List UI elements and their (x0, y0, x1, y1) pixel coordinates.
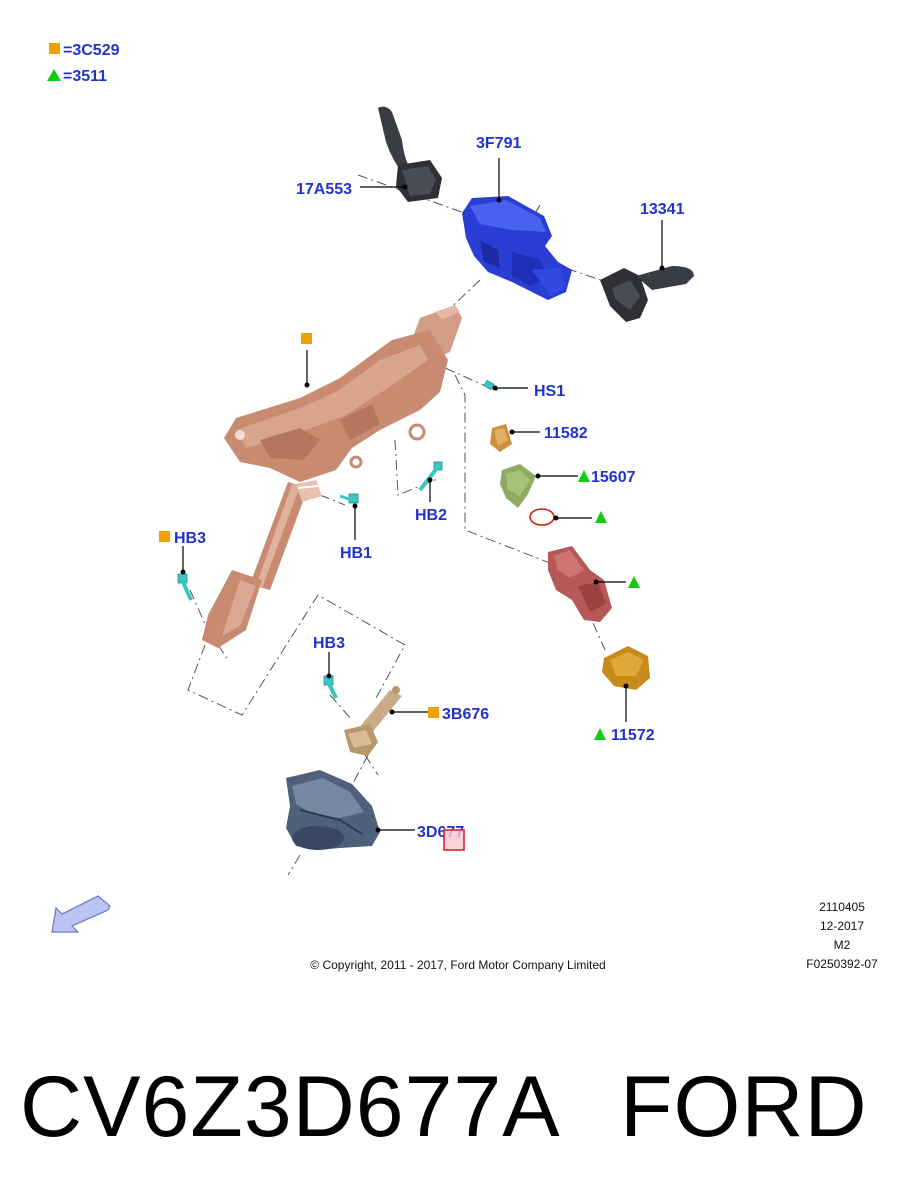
left-stalk-switch-17A553 (378, 106, 442, 202)
triangle-marker-lock (628, 576, 640, 588)
callout-HB1: HB1 (340, 545, 372, 562)
lock-cylinder-11582 (490, 424, 512, 452)
callout-markers (159, 333, 640, 740)
meta-line-2: 12-2017 (820, 919, 864, 933)
legend-square-marker (49, 43, 60, 54)
bolt-hb1 (339, 493, 359, 504)
clockspring-3F791 (462, 196, 572, 300)
callout-11582: 11582 (544, 425, 588, 442)
callout-13341: 13341 (640, 201, 685, 218)
leader-dots (180, 184, 665, 833)
triangle-marker-11572 (594, 728, 606, 740)
callout-HB3-mid: HB3 (313, 635, 345, 652)
right-stalk-switch-13341 (600, 266, 694, 322)
callout-HB2: HB2 (415, 507, 447, 524)
copyright: © Copyright, 2011 - 2017, Ford Motor Com… (310, 958, 605, 972)
parts-diagram: =3C529 =3511 (47, 42, 878, 972)
drawing-metadata: 2110405 12-2017 M2 F0250392-07 (806, 900, 878, 971)
square-marker-column (301, 333, 312, 344)
steering-column (202, 305, 462, 648)
legend-square-label: =3C529 (63, 42, 120, 59)
housing-15607 (500, 464, 536, 508)
legend-triangle-marker (47, 69, 61, 81)
square-marker-3b676 (428, 707, 439, 718)
highlight-box (443, 829, 465, 851)
front-direction-arrow-icon (51, 895, 111, 933)
switch-11572 (602, 646, 650, 690)
callout-HB3-left: HB3 (174, 530, 206, 547)
retainer-ring (529, 508, 555, 526)
intermediate-shaft-3B676 (344, 686, 402, 756)
meta-line-3: M2 (834, 938, 851, 952)
ignition-lock-assembly (548, 546, 612, 622)
bolt-hb3-left (177, 573, 193, 601)
bolt-hb2 (418, 461, 443, 492)
callout-labels: 3F791 17A553 13341 HS1 11582 15607 HB2 H… (174, 135, 685, 841)
triangle-marker-15607 (578, 470, 590, 482)
callout-3B676: 3B676 (442, 706, 489, 723)
bolt-hb3-mid (323, 675, 338, 699)
callout-3F791: 3F791 (476, 135, 521, 152)
column-seal-3D677 (286, 770, 380, 850)
callout-11572: 11572 (611, 727, 655, 744)
legend-triangle-label: =3511 (63, 68, 107, 85)
part-caption: CV6Z3D677A FORD (0, 1040, 912, 1180)
legend: =3C529 =3511 (47, 42, 120, 85)
brand-name: FORD (620, 1059, 868, 1155)
callout-17A553: 17A553 (296, 181, 352, 198)
leader-lines (182, 158, 663, 831)
meta-line-1: 2110405 (819, 900, 865, 914)
square-marker-hb3 (159, 531, 170, 542)
meta-line-4: F0250392-07 (806, 957, 878, 971)
callout-15607: 15607 (591, 469, 636, 486)
triangle-marker-ring (595, 511, 607, 523)
callout-HS1: HS1 (534, 383, 565, 400)
part-number: CV6Z3D677A (20, 1059, 561, 1155)
